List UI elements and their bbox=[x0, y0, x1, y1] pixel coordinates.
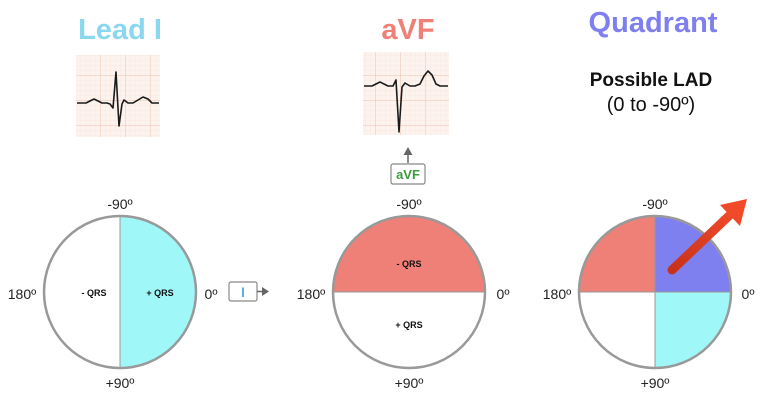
ecg-trace-lead-i bbox=[77, 71, 159, 127]
lead-i-direction-tag: I bbox=[228, 281, 269, 302]
axis-label-bottom-quadrant: +90º bbox=[641, 375, 670, 391]
panel-lead-i: Lead I - QRS + QRS -90º +90º 180º 0º I bbox=[8, 14, 269, 391]
avf-tag-label: aVF bbox=[396, 167, 420, 182]
panel-quadrant: Quadrant Possible LAD (0 to -90º) -90º +… bbox=[543, 7, 755, 391]
lead-i-tag-label: I bbox=[241, 284, 245, 300]
positive-qrs-label-lead-i: + QRS bbox=[146, 288, 173, 298]
axis-label-right-lead-i: 0º bbox=[205, 286, 218, 302]
panel-avf: aVF aVF - QRS + QRS -90º +90º 180º 0º bbox=[297, 14, 510, 391]
axis-label-top-quadrant: -90º bbox=[642, 196, 667, 212]
axis-circle-lead-i: - QRS + QRS bbox=[42, 214, 198, 370]
negative-qrs-label-lead-i: - QRS bbox=[81, 288, 106, 298]
axis-label-left-lead-i: 180º bbox=[8, 286, 36, 302]
ecg-trace-avf bbox=[364, 70, 448, 133]
axis-label-right-avf: 0º bbox=[497, 286, 510, 302]
axis-label-top-lead-i: -90º bbox=[107, 196, 132, 212]
negative-half-avf bbox=[333, 216, 485, 292]
negative-qrs-label-avf: - QRS bbox=[396, 259, 421, 269]
axis-arrow bbox=[667, 199, 747, 275]
panel-title-quadrant: Quadrant bbox=[589, 7, 718, 39]
positive-qrs-label-avf: + QRS bbox=[395, 320, 422, 330]
axis-label-top-avf: -90º bbox=[396, 196, 421, 212]
positive-half-lead-i bbox=[120, 216, 196, 368]
axis-arrowhead-icon bbox=[720, 199, 747, 226]
axis-label-left-quadrant: 180º bbox=[543, 286, 571, 302]
axis-label-bottom-avf: +90º bbox=[395, 375, 424, 391]
axis-label-right-quadrant: 0º bbox=[742, 286, 755, 302]
panel-title-avf: aVF bbox=[381, 14, 434, 46]
ecg-strip-lead-i bbox=[76, 55, 160, 137]
arrowhead-up-icon bbox=[403, 147, 413, 155]
ecg-strip-avf bbox=[363, 52, 449, 135]
axis-label-bottom-lead-i: +90º bbox=[106, 375, 135, 391]
quadrant-bottom-right bbox=[655, 292, 731, 368]
quadrant-caption-main: Possible LAD bbox=[590, 70, 712, 91]
panel-title-lead-i: Lead I bbox=[78, 14, 162, 46]
axis-label-left-avf: 180º bbox=[297, 286, 325, 302]
axis-circle-avf: - QRS + QRS bbox=[331, 214, 487, 370]
arrowhead-right-icon bbox=[262, 287, 269, 296]
quadrant-caption-sub: (0 to -90º) bbox=[607, 94, 695, 116]
quadrant-top-left bbox=[579, 216, 655, 292]
avf-direction-tag: aVF bbox=[390, 147, 426, 185]
